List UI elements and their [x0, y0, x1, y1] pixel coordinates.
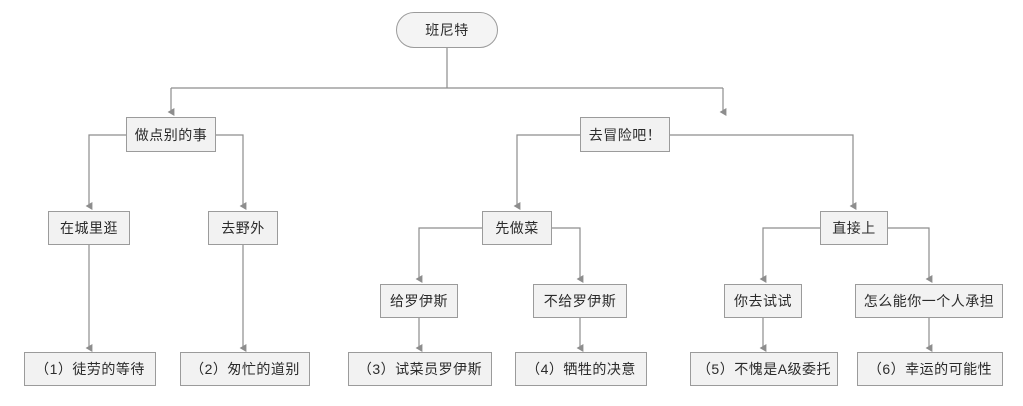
ending-2-label: （2）匆忙的道别: [190, 361, 300, 377]
edge-adventure-to-cook: [513, 134, 580, 210]
edge-cook-to-nogive: [552, 227, 584, 283]
edge-other-to-city: [85, 134, 126, 210]
edge-adventure-to-direct: [670, 134, 857, 210]
node-do-something-else[interactable]: 做点别的事: [126, 117, 216, 152]
node-go-wild[interactable]: 去野外: [208, 211, 278, 245]
node-give-royce-label: 给罗伊斯: [390, 293, 448, 309]
node-go-wild-label: 去野外: [221, 220, 265, 236]
node-bear-alone-label: 怎么能你一个人承担: [863, 293, 995, 309]
ending-2[interactable]: （2）匆忙的道别: [180, 352, 310, 386]
node-root[interactable]: 班尼特: [396, 12, 498, 48]
node-cook-first[interactable]: 先做菜: [482, 211, 552, 245]
ending-6-label: （6）幸运的可能性: [867, 361, 993, 377]
ending-3-label: （3）试菜员罗伊斯: [357, 361, 483, 377]
edge-cook-to-give: [415, 227, 482, 283]
ending-1[interactable]: （1）徒劳的等待: [24, 352, 156, 386]
node-go-adventure[interactable]: 去冒险吧！: [580, 117, 670, 152]
edge-direct-to-youtry: [759, 227, 820, 283]
ending-5-label: （5）不愧是A级委托: [696, 361, 832, 377]
ending-1-label: （1）徒劳的等待: [35, 361, 145, 377]
ending-6[interactable]: （6）幸运的可能性: [857, 352, 1003, 386]
node-give-royce[interactable]: 给罗伊斯: [380, 284, 458, 318]
ending-4[interactable]: （4）牺牲的决意: [515, 352, 647, 386]
edge-direct-to-alone: [888, 227, 933, 283]
node-root-label: 班尼特: [425, 22, 469, 38]
node-go-direct-label: 直接上: [832, 220, 876, 236]
node-not-give-royce[interactable]: 不给罗伊斯: [533, 284, 627, 318]
ending-4-label: （4）牺牲的决意: [526, 361, 636, 377]
node-not-give-royce-label: 不给罗伊斯: [543, 293, 617, 309]
ending-5[interactable]: （5）不愧是A级委托: [690, 352, 838, 386]
node-go-direct[interactable]: 直接上: [820, 211, 888, 245]
node-do-something-else-label: 做点别的事: [134, 126, 208, 143]
node-bear-alone[interactable]: 怎么能你一个人承担: [855, 284, 1003, 318]
node-you-try[interactable]: 你去试试: [724, 284, 802, 318]
node-cook-first-label: 先做菜: [495, 220, 539, 236]
node-go-adventure-label: 去冒险吧！: [588, 126, 662, 143]
node-stroll-city[interactable]: 在城里逛: [48, 211, 130, 245]
node-stroll-city-label: 在城里逛: [60, 220, 118, 236]
ending-3[interactable]: （3）试菜员罗伊斯: [348, 352, 492, 386]
edge-other-to-wild: [216, 134, 247, 210]
node-you-try-label: 你去试试: [734, 293, 792, 309]
